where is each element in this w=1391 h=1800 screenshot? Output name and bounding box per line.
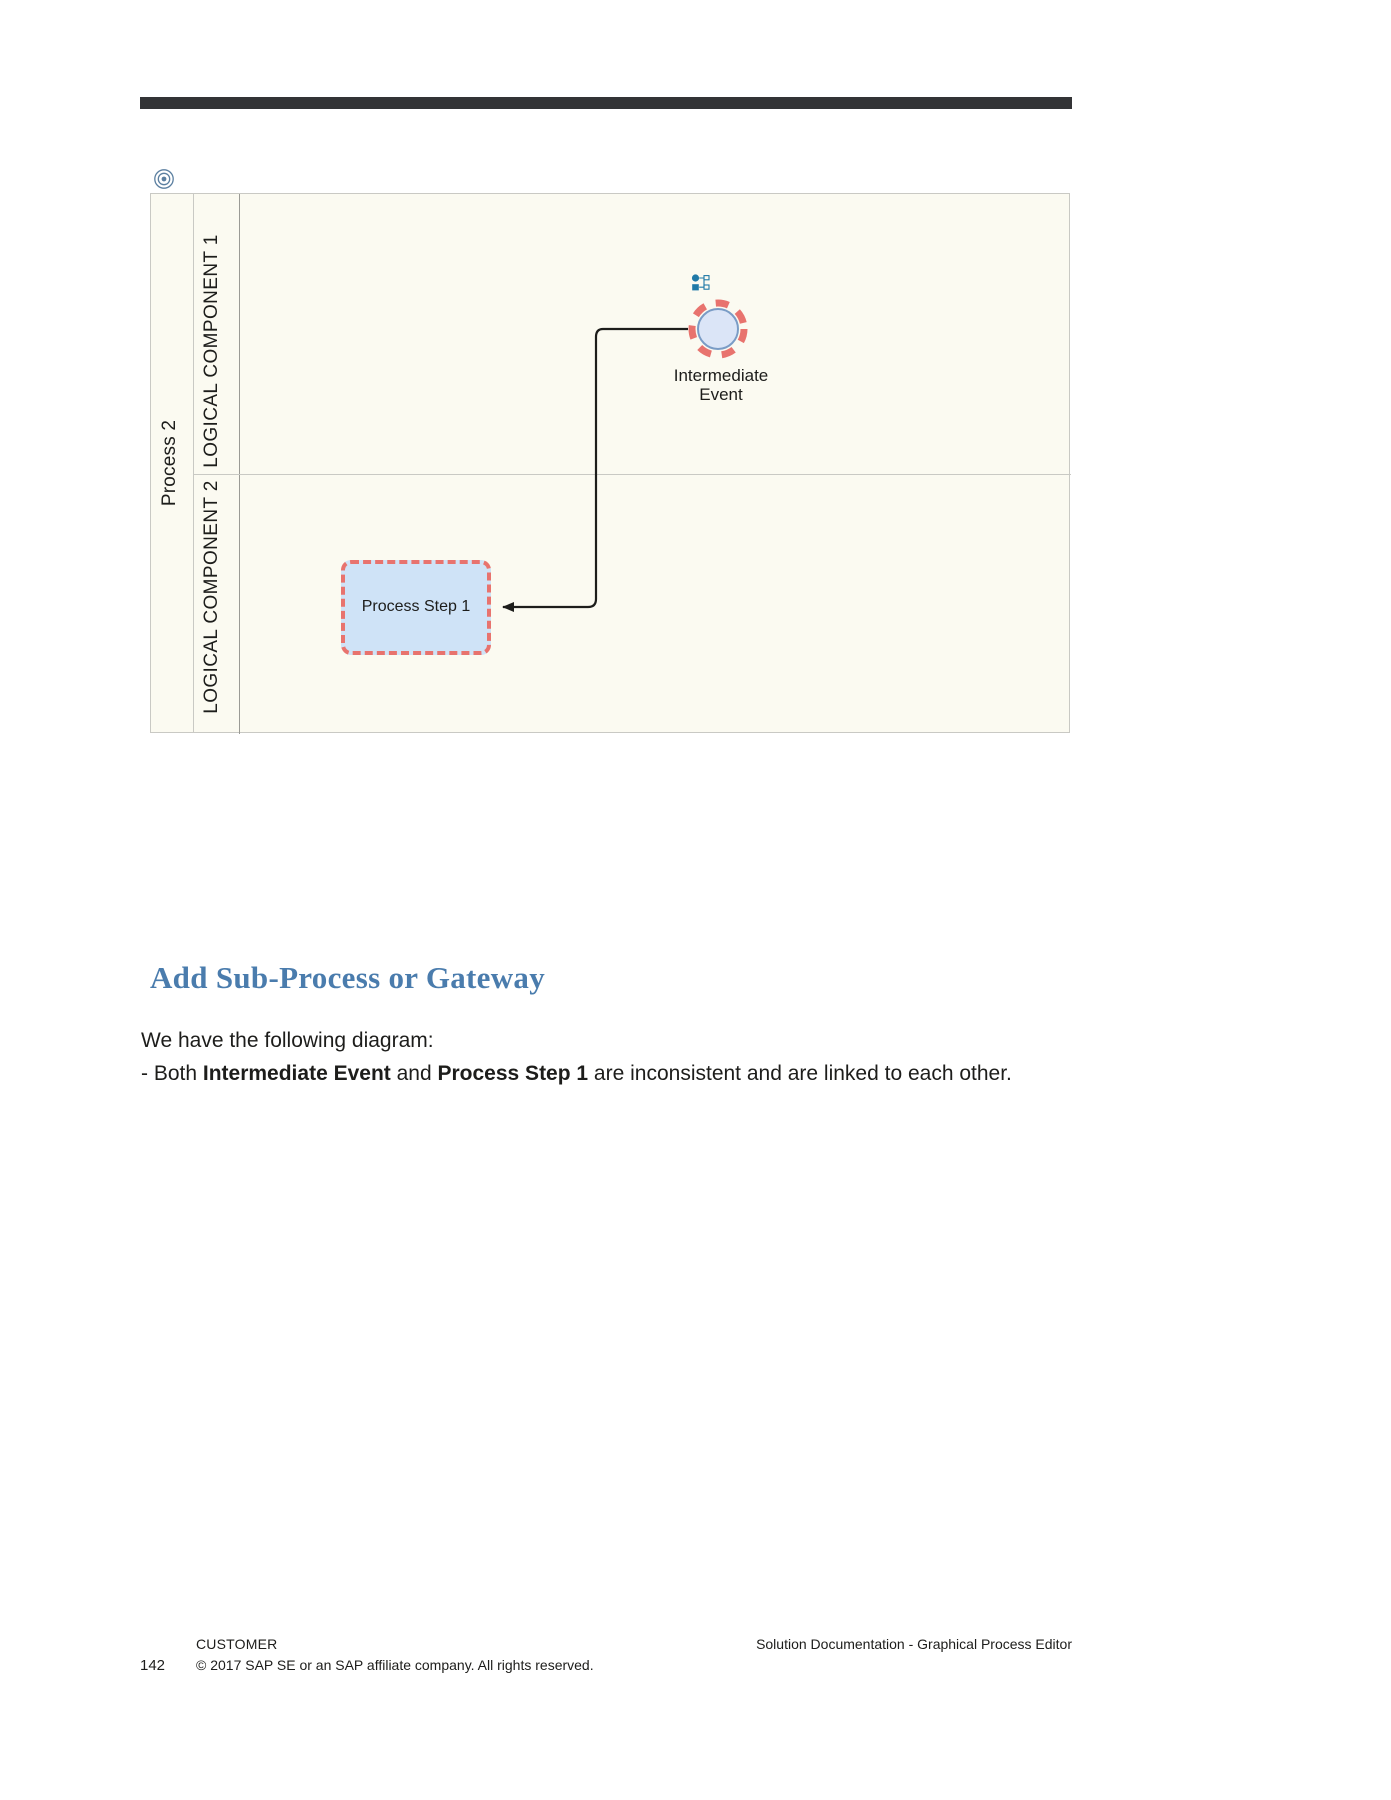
- process-diagram-figure: Process 2 LOGICAL COMPONENT 1 LOGICAL CO…: [150, 168, 1080, 743]
- footer-audience-label: CUSTOMER: [196, 1636, 278, 1652]
- process-step-label: Process Step 1: [361, 598, 471, 615]
- footer-page-number: 142: [140, 1657, 166, 1674]
- event-label-line-1: Intermediate: [673, 366, 769, 385]
- paragraph-intro: We have the following diagram:: [141, 1029, 434, 1052]
- node-intermediate-event[interactable]: [688, 299, 748, 359]
- body-copy: We have the following diagram: - Both In…: [141, 1026, 1101, 1092]
- lane-2-header: LOGICAL COMPONENT 2: [194, 475, 240, 734]
- lane-1-title: LOGICAL COMPONENT 1: [201, 234, 222, 468]
- node-process-step-1[interactable]: Process Step 1: [341, 560, 491, 655]
- footer-copyright: © 2017 SAP SE or an SAP affiliate compan…: [196, 1657, 594, 1673]
- pool-label-strip: Process 2: [151, 194, 194, 732]
- lane-logical-component-1[interactable]: LOGICAL COMPONENT 1: [194, 194, 1071, 475]
- process-step-shape: [341, 560, 491, 655]
- inconsistency-marker-ring: [688, 299, 748, 359]
- assignment-icon[interactable]: [691, 274, 715, 292]
- intermediate-event-label: Intermediate Event: [621, 366, 821, 404]
- paragraph-detail: - Both Intermediate Event and Process St…: [141, 1059, 1101, 1089]
- section-heading: Add Sub-Process or Gateway: [150, 960, 546, 995]
- page-header-rule: [140, 97, 1072, 109]
- pool-label: Process 2: [159, 419, 180, 507]
- footer-document-title: Solution Documentation - Graphical Proce…: [756, 1636, 1072, 1652]
- target-icon: [154, 169, 174, 189]
- bpmn-pool[interactable]: Process 2 LOGICAL COMPONENT 1 LOGICAL CO…: [150, 193, 1071, 734]
- page-footer: 142 CUSTOMER © 2017 SAP SE or an SAP aff…: [0, 1630, 1391, 1700]
- detail-middle: and: [390, 1062, 438, 1086]
- detail-prefix: - Both: [141, 1062, 203, 1086]
- event-label-line-2: Event: [699, 385, 743, 405]
- lane-2-title: LOGICAL COMPONENT 2: [201, 479, 222, 714]
- detail-suffix: are inconsistent and are linked to each …: [588, 1062, 1012, 1086]
- detail-bold-process-step: Process Step 1: [437, 1062, 589, 1086]
- detail-bold-intermediate-event: Intermediate Event: [202, 1062, 391, 1086]
- lane-1-header: LOGICAL COMPONENT 1: [194, 194, 240, 474]
- lane-logical-component-2[interactable]: LOGICAL COMPONENT 2: [194, 475, 1071, 734]
- intermediate-event-circle: [697, 308, 739, 350]
